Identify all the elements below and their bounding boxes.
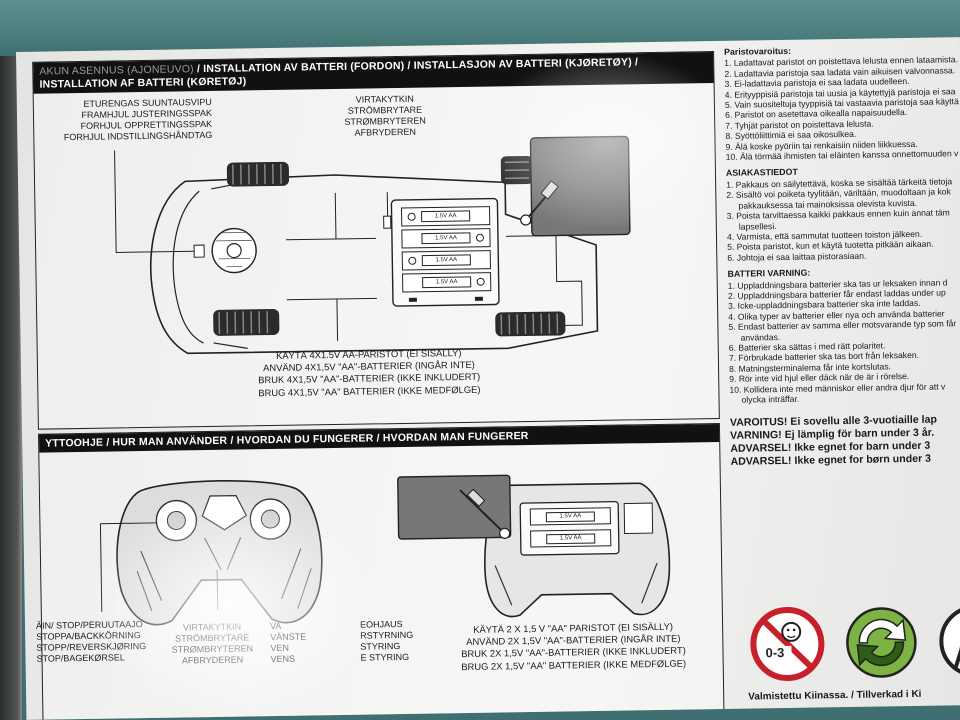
warnings-column: Paristovaroitus: 1. Ladattavat paristot … xyxy=(724,43,960,707)
battery-label-2: 1.5V AA xyxy=(435,235,457,242)
made-in-china-text: Valmistettu Kiinassa. / Tillverkad i Ki xyxy=(748,688,922,703)
controller-screwdriver-icon xyxy=(459,488,511,539)
box-side-edge xyxy=(0,56,22,720)
left-steer-label-fi: VA xyxy=(269,620,282,632)
battery-warning-fi-list: 1. Ladattavat paristot on poistettava le… xyxy=(724,55,960,163)
installation-header-faded: AKUN ASENNUS (AJONEUVO) xyxy=(39,63,194,78)
steering-label-partial: EOHJAUS RSTYRNING STYRING E STYRING xyxy=(360,618,441,663)
front-wheel-lever-label: ETURENGAS SUUNTAUSVIPU FRAMHJUL JUSTERIN… xyxy=(62,97,213,143)
instruction-sheet: AKUN ASENNUS (AJONEUVO) / INSTALLATION A… xyxy=(16,37,960,720)
controller-battery-cover xyxy=(397,474,512,540)
use-caption: KÄYTÄ 2 x 1,5 V "AA" PARISTOT (EI SISÄLL… xyxy=(440,620,707,673)
icons-svg xyxy=(750,605,960,681)
front-right-tire xyxy=(500,155,534,185)
controller-switch-label-da: AFBRYDEREN xyxy=(181,654,244,666)
controller-front xyxy=(116,479,323,626)
battery-warning-sv-list: 1. Uppladdningsbara batterier ska tas ur… xyxy=(728,277,960,406)
age-warnings: VAROITUS! Ei sovellu alle 3-vuotiaille l… xyxy=(730,413,960,469)
battery-installation-panel: AKUN ASENNUS (AJONEUVO) / INSTALLATION A… xyxy=(32,51,720,430)
age-restriction-icon xyxy=(750,606,825,681)
front-wheel-label-da: FORHJUL INDSTILLINGSHÅNDTAG xyxy=(63,129,213,143)
left-steer-label-da: VENS xyxy=(270,653,296,665)
tidyman-disposal-icon xyxy=(939,605,960,678)
list-item: 10. Kollidera inte med människor eller a… xyxy=(729,381,946,405)
age-icon-text: 0-3 xyxy=(765,645,785,661)
customer-info-list: 1. Pakkaus on säilytettävä, koska se sis… xyxy=(726,176,960,263)
certification-icons: 0-3 xyxy=(749,598,960,692)
controller-switch-label: VIRTAKYTKIN STRÖMBRYTARE STRØMBRYTEREN A… xyxy=(158,621,267,667)
remote-controller-diagram xyxy=(99,474,671,626)
controller-back xyxy=(484,482,671,618)
rear-right-tire xyxy=(495,311,566,337)
rear-left-tire xyxy=(213,308,280,336)
battery-label-3: 1.5V AA xyxy=(435,257,458,264)
car-switch-label-da: AFBRYDEREN xyxy=(354,126,417,138)
stop-reverse-label-da: STOP/BAGEKØRSEL xyxy=(36,652,125,664)
battery-cover xyxy=(529,135,631,237)
front-wheel-adjust-dial xyxy=(211,227,257,274)
age-warning-da: ADVARSEL! Ikke egnet for børn under 3 xyxy=(730,453,932,469)
front-left-tire xyxy=(226,161,290,187)
installation-diagram: ETURENGAS SUUNTAUSVIPU FRAMHJUL JUSTERIN… xyxy=(34,83,719,424)
controller-battery-label-2: 1.5V AA xyxy=(559,535,582,542)
stop-reverse-label: ÄIN/ STOP/PERUUTAAJO STOPPA/BACKKÖRNING … xyxy=(36,619,157,665)
left-steer-label-sv: VÄNSTE xyxy=(270,631,307,643)
car-switch-label: VIRTAKYTKIN STRÖMBRYTARE STRØMBRYTEREN A… xyxy=(330,93,441,139)
car-switch-label-no: STRØMBRYTEREN xyxy=(344,115,426,127)
install-caption: KÄYTÄ 4X1.5V AA-PARISTOT (EI SISÄLLY) AN… xyxy=(234,346,505,399)
controller-battery-label-1: 1.5V AA xyxy=(559,513,582,520)
left-steer-label-no: VEN xyxy=(270,642,289,654)
battery-label-1: 1.5V AA xyxy=(434,213,457,220)
car-battery-compartment xyxy=(390,197,500,307)
battery-label-4: 1.5V AA xyxy=(435,279,458,286)
controller-switch-label-no: STRØMBRYTEREN xyxy=(171,643,254,655)
steering-label-da: E STYRING xyxy=(360,651,410,663)
left-steer-label-partial: VA VÄNSTE VEN VENS xyxy=(270,620,321,665)
green-dot-recycling-icon xyxy=(846,607,917,678)
how-to-use-panel: YTTOOHJE / HUR MAN ANVÄNDER / HVORDAN DU… xyxy=(36,422,725,720)
controller-diagram: 1.5V AA 1.5V AA ÄIN/ STOP/PERUUTAAJO STO… xyxy=(36,442,723,715)
